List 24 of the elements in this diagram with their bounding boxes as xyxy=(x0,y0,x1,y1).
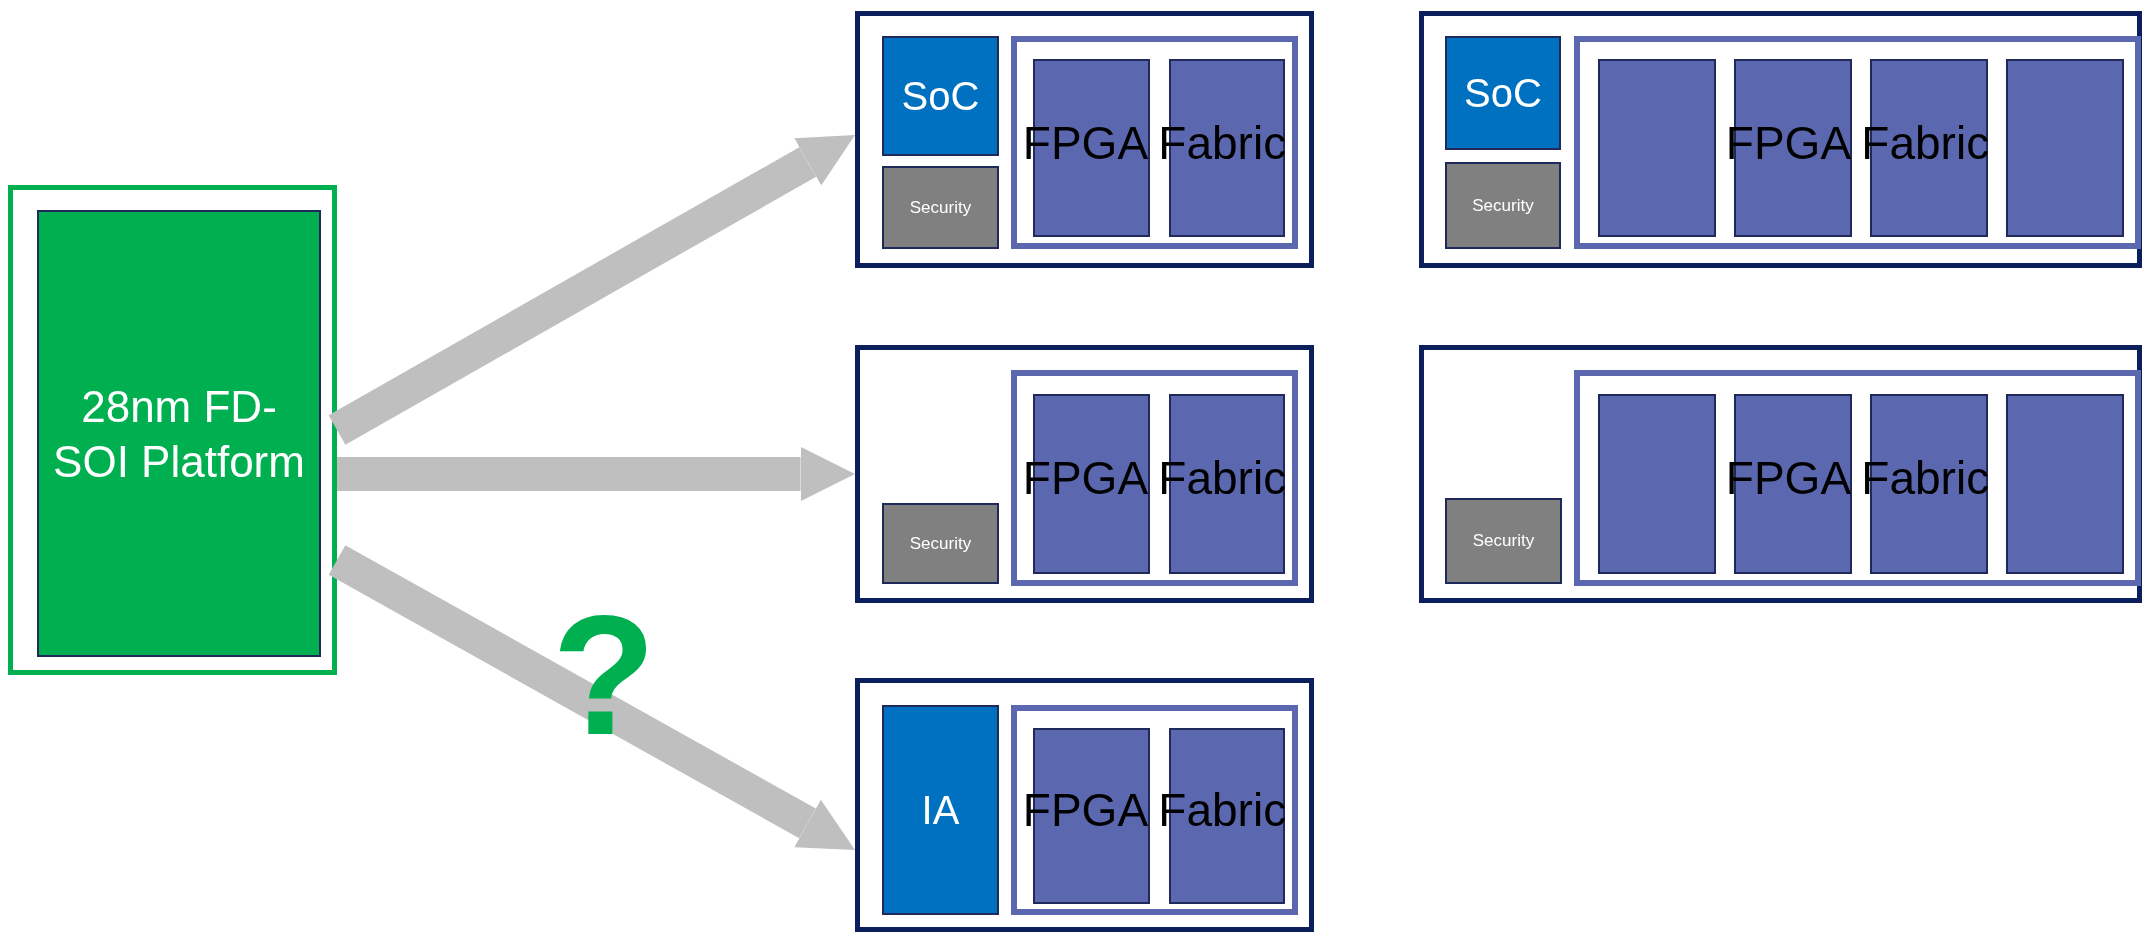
security-block: Security xyxy=(882,503,999,584)
core-block: IA xyxy=(882,705,999,915)
chip-outline xyxy=(1419,11,2142,268)
arrow xyxy=(328,135,855,445)
security-block: Security xyxy=(1445,498,1562,584)
logic-block xyxy=(1598,59,1716,237)
security-block: Security xyxy=(882,166,999,249)
question-mark: ? xyxy=(552,590,656,760)
fabric-region xyxy=(1574,370,2141,586)
platform-box: 28nm FD-SOI Platform xyxy=(37,210,321,657)
platform-frame xyxy=(8,185,337,675)
fabric-region xyxy=(1574,36,2141,249)
core-block: SoC xyxy=(882,36,999,156)
security-block: Security xyxy=(1445,162,1561,249)
logic-block xyxy=(1598,394,1716,574)
logic-block xyxy=(2006,59,2124,237)
arrow xyxy=(328,545,855,850)
chip-outline xyxy=(1419,345,2142,603)
chip-outline xyxy=(855,345,1314,603)
core-block: SoC xyxy=(1445,36,1561,150)
chip-outline xyxy=(855,11,1314,268)
logic-block xyxy=(2006,394,2124,574)
arrow xyxy=(337,446,855,502)
chip-outline xyxy=(855,678,1314,932)
